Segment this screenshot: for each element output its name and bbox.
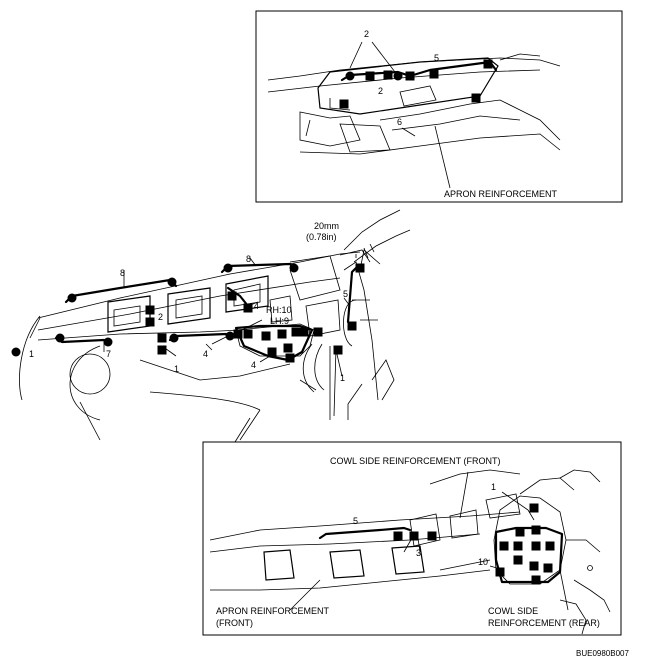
top-apron-label: APRON REINFORCEMENT <box>444 189 558 199</box>
main-view: 1 7 4 1 8 2 8 4 4 5 1 RH:10 LH:9 20mm (0… <box>11 209 411 451</box>
cowl-side-rear-label-line1: COWL SIDE <box>488 606 538 616</box>
dimension-metric: 20mm <box>314 221 339 231</box>
cowl-side-front-label: COWL SIDE REINFORCEMENT (FRONT) <box>330 456 501 466</box>
main-callout-8-left: 8 <box>120 268 125 278</box>
bottom-callout-10: 10 <box>478 557 488 567</box>
top-detail-frame <box>255 10 623 203</box>
main-callout-5: 5 <box>343 289 348 299</box>
main-callout-2: 2 <box>158 312 163 322</box>
top-callout-2a: 2 <box>364 29 369 39</box>
main-callout-1-left: 1 <box>29 349 34 359</box>
main-callout-4-mid: 4 <box>251 360 256 370</box>
bottom-detail-panel: 1 5 3 10 COWL SIDE REINFORCEMENT (FRONT)… <box>202 441 622 636</box>
top-callout-2b: 2 <box>378 86 383 96</box>
top-detail-panel: 2 2 5 6 APRON REINFORCEMENT <box>255 10 623 203</box>
bottom-drawing <box>209 469 611 635</box>
top-apron-drawing <box>267 41 561 189</box>
main-body-drawing <box>11 209 411 451</box>
dimension-imperial: (0.78in) <box>306 232 337 242</box>
bottom-callout-5: 5 <box>353 516 358 526</box>
main-callout-7: 7 <box>106 349 111 359</box>
main-callout-4-upper: 4 <box>254 301 259 311</box>
apron-front-label-line2: (FRONT) <box>216 618 253 628</box>
cowl-side-rear-label-line2: REINFORCEMENT (REAR) <box>488 618 600 628</box>
spot-count-lh: LH:9 <box>270 316 289 326</box>
apron-front-label-line1: APRON REINFORCEMENT <box>216 606 330 616</box>
spot-count-rh: RH:10 <box>266 305 292 315</box>
top-callout-6: 6 <box>397 117 402 127</box>
main-callout-8-right: 8 <box>246 254 251 264</box>
top-callout-5: 5 <box>434 53 439 63</box>
main-callout-1-lower: 1 <box>174 364 179 374</box>
figure-code: BUE0980B007 <box>576 649 629 658</box>
bottom-callout-1: 1 <box>491 482 496 492</box>
main-callout-1-right: 1 <box>340 373 345 383</box>
main-callout-4-lower: 4 <box>203 349 208 359</box>
bottom-callout-3: 3 <box>416 548 421 558</box>
